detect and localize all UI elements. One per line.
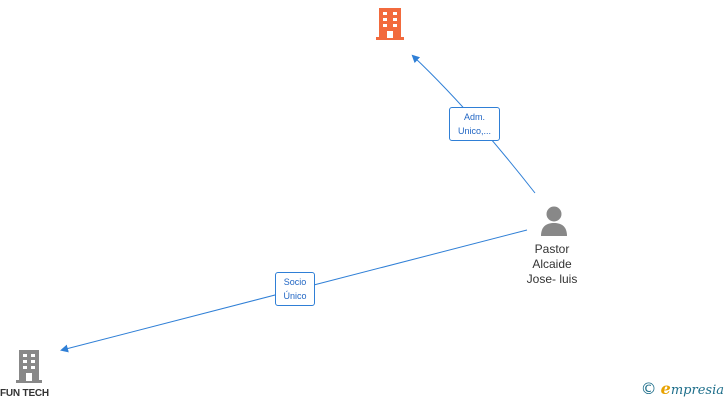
- fun-tech-label[interactable]: FUN TECH: [0, 388, 49, 399]
- person-name-line-3: Jose- luis: [526, 272, 578, 286]
- fun-tech-node[interactable]: [14, 349, 44, 385]
- edge-label-adm-unico[interactable]: Adm. Unico,...: [449, 107, 500, 141]
- brand-rest: mpresia: [670, 382, 724, 398]
- person-icon: [541, 206, 567, 236]
- edge-label-socio-unico-line-2: Único: [283, 291, 307, 301]
- edge-label-socio-unico-line-1: Socio: [283, 277, 307, 287]
- empresia-logo: © empresia: [641, 378, 724, 398]
- person-node[interactable]: [539, 205, 569, 237]
- person-name-line-1: Pastor: [534, 242, 570, 256]
- person-name-line-2: Alcaide: [532, 257, 572, 271]
- building-icon: [16, 350, 42, 383]
- brand-initial: e: [660, 378, 671, 398]
- brand-name: empresia: [661, 379, 724, 398]
- edge-label-adm-unico-line-2: Unico,...: [457, 126, 491, 136]
- edge-label-adm-unico-line-1: Adm.: [463, 112, 485, 122]
- edge-label-socio-unico[interactable]: Socio Único: [275, 272, 315, 306]
- person-name[interactable]: Pastor Alcaide Jose- luis: [507, 242, 597, 287]
- copyright-symbol: ©: [640, 378, 657, 398]
- building-icon: [376, 8, 404, 40]
- top-company-node[interactable]: [374, 7, 406, 41]
